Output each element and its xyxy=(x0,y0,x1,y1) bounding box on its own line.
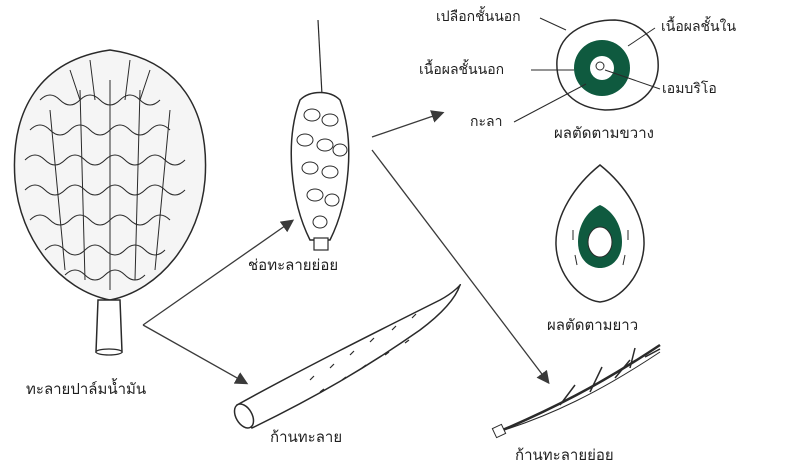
label-endocarp: เนื้อผลชั้นใน xyxy=(661,20,736,34)
label-fruit-bunch: ทะลายปาล์มน้ำมัน xyxy=(26,382,146,397)
rachilla-drawing xyxy=(492,345,660,438)
label-spikelet: ช่อทะลายย่อย xyxy=(248,258,338,273)
fruit-cross-section-drawing xyxy=(557,20,658,110)
fruit-bunch-drawing xyxy=(14,50,205,355)
label-exocarp: เปลือกชั้นนอก xyxy=(436,10,521,24)
peduncle-drawing xyxy=(231,285,461,432)
spikelet-drawing xyxy=(291,20,348,250)
label-shell: กะลา xyxy=(470,115,502,129)
label-peduncle: ก้านทะลาย xyxy=(270,430,342,445)
label-mesocarp: เนื้อผลชั้นนอก xyxy=(419,63,504,77)
label-cross-section: ผลตัดตามขวาง xyxy=(554,126,654,141)
fruit-long-section-drawing xyxy=(556,165,644,302)
label-long-section: ผลตัดตามยาว xyxy=(547,318,638,333)
label-rachilla: ก้านทะลายย่อย xyxy=(515,448,614,463)
label-embryo: เอมบริโอ xyxy=(662,82,717,96)
